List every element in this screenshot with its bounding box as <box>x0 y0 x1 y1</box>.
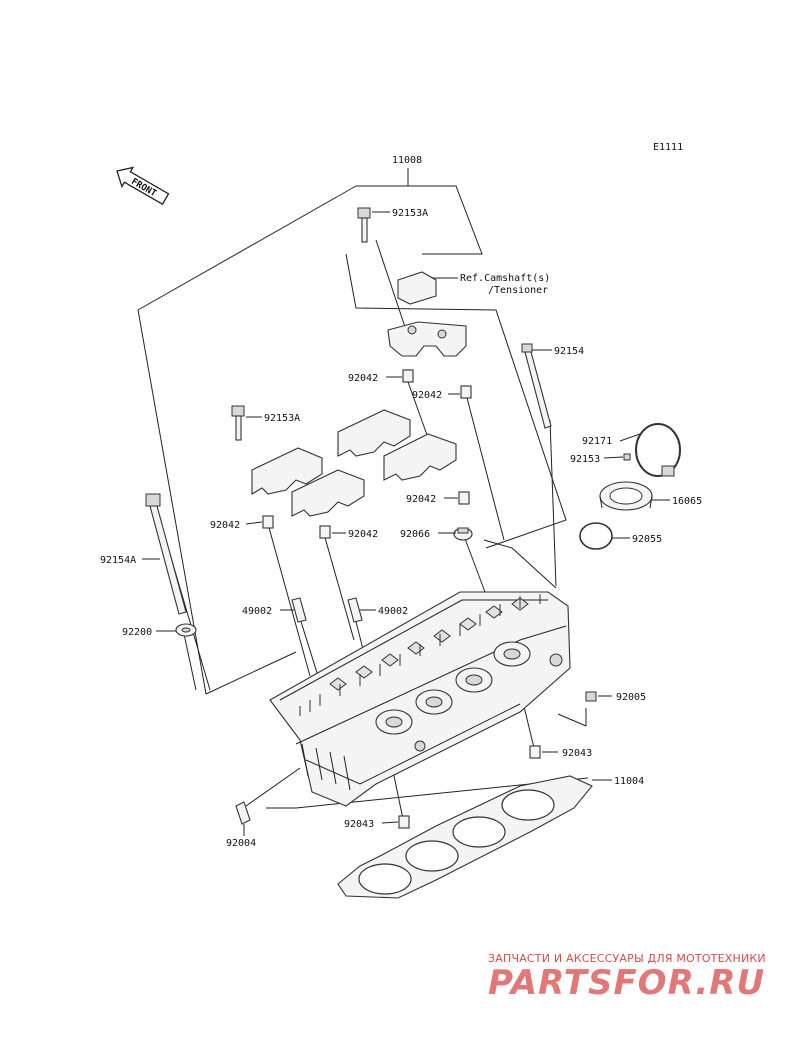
front-arrow-icon: FRONT <box>116 166 170 206</box>
callout-92043-right: 92043 <box>562 748 592 759</box>
stud-92004 <box>235 801 251 825</box>
callout-92055: 92055 <box>632 534 662 545</box>
head-gasket <box>337 775 593 899</box>
bolt-92154a <box>145 493 187 615</box>
callout-92153a-left: 92153A <box>264 413 300 424</box>
bolt-92153a-top <box>357 207 371 243</box>
callout-92171: 92171 <box>582 436 612 447</box>
clamp-92171 <box>635 423 681 477</box>
oil-pipe-49002 <box>291 597 363 623</box>
svg-text:PARTSFOR.RU: PARTSFOR.RU <box>488 963 765 1003</box>
o-ring-92055 <box>579 522 613 550</box>
callout-92043-bottom: 92043 <box>344 819 374 830</box>
callout-92042-e: 92042 <box>348 529 378 540</box>
bolt-92154 <box>521 343 552 429</box>
callout-92042-a: 92042 <box>348 373 378 384</box>
screw-92153 <box>623 453 631 461</box>
bolt-92153a-left <box>231 405 245 441</box>
intake-holder-16065 <box>599 481 653 511</box>
callout-ref-camshaft: Ref.Camshaft(s) <box>460 273 550 284</box>
callout-92066: 92066 <box>400 529 430 540</box>
callout-92005: 92005 <box>616 692 646 703</box>
callout-92154: 92154 <box>554 346 584 357</box>
callout-92042-c: 92042 <box>406 494 436 505</box>
watermark-tagline: ЗАПЧАСТИ И АКСЕССУАРЫ ДЛЯ МОТОТЕХНИКИ <box>488 952 766 965</box>
callout-92042-b: 92042 <box>412 390 442 401</box>
callout-16065: 16065 <box>672 496 702 507</box>
cylinder-head <box>269 591 571 807</box>
callout-92004: 92004 <box>226 838 256 849</box>
camshaft-cap <box>251 409 457 517</box>
callout-ref-tensioner: /Tensioner <box>488 285 548 296</box>
dowel-pin <box>262 369 541 829</box>
callout-labels: 11008 92153A Ref.Camshaft(s) /Tensioner … <box>100 155 702 849</box>
callout-92200: 92200 <box>122 627 152 638</box>
washer-92200 <box>175 623 197 637</box>
plug-92005 <box>585 691 597 702</box>
tensioner-bracket <box>397 271 437 305</box>
diagram-code: E1111 <box>653 142 683 153</box>
callout-92153a-top: 92153A <box>392 208 428 219</box>
callout-49002-right: 49002 <box>378 606 408 617</box>
watermark-logo: PARTSFOR.RU <box>488 963 765 1003</box>
callout-11004: 11004 <box>614 776 644 787</box>
camshaft-cap-top <box>387 321 467 357</box>
callout-49002-left: 49002 <box>242 606 272 617</box>
callout-leaders <box>142 211 670 836</box>
cap-92066 <box>453 527 473 541</box>
callout-11008: 11008 <box>392 155 422 166</box>
callout-92042-d: 92042 <box>210 520 240 531</box>
callout-92153: 92153 <box>570 454 600 465</box>
callout-92154a: 92154A <box>100 555 136 566</box>
leader-lines <box>159 239 557 825</box>
